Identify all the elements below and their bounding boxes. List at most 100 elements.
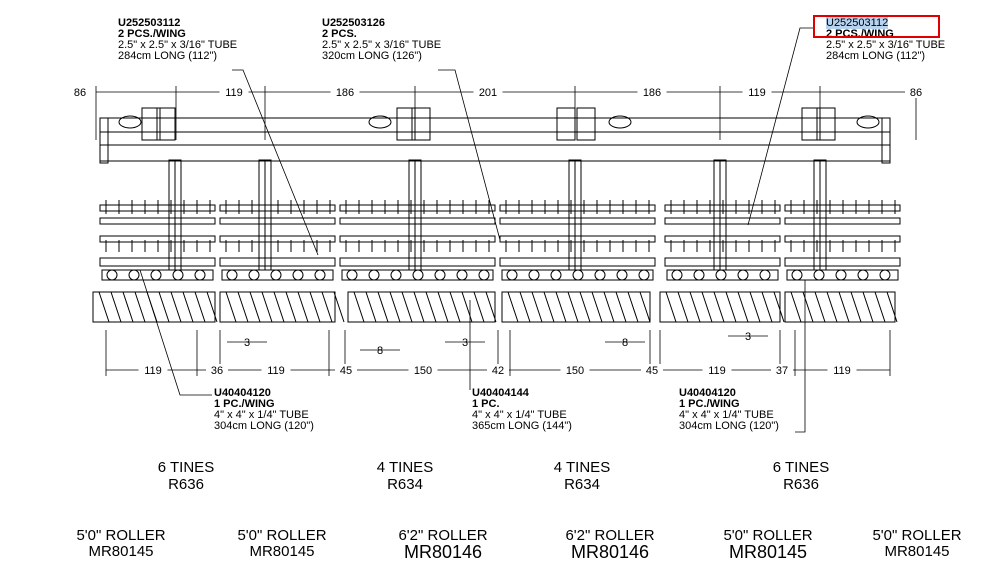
roller-bar [413,291,425,323]
mount-block [816,107,836,141]
roller-bar [531,291,543,323]
dim-label-bg [219,86,249,98]
part-spec: 4" x 4" x 1/4" TUBE [472,409,567,421]
roller [501,291,651,323]
roller-bar [401,291,413,323]
dim-label-bg [69,86,91,98]
roller-bar [98,291,110,323]
roller-bar [713,291,725,323]
axle-hub [346,269,358,281]
selected-part-number[interactable]: U252503112 [826,17,889,29]
bottom-dim-label: 119 [708,365,726,377]
roller-size: 6'2" ROLLER [565,527,655,544]
axle-hub [194,269,206,281]
axle-hub [759,269,771,281]
roller-bar [507,291,519,323]
bottom-dim-label: 150 [414,365,432,377]
roller-bar [850,291,862,323]
roller-bar [285,291,297,323]
roller-size: 6'2" ROLLER [398,527,488,544]
roller-bar [701,291,713,323]
roller-bar [365,291,377,323]
frame-end-right [881,117,891,164]
roller-bar [206,291,218,323]
roller [347,291,496,323]
axle-hub [128,269,140,281]
part-number: U40404120 [679,387,736,399]
bottom-dim-label: 45 [340,365,352,377]
part-qty: 2 PCS./WING [826,28,894,40]
part-qty: 2 PCS./WING [118,28,186,40]
dim-label-bg [641,364,663,376]
dim-label-bg [702,364,732,376]
tine-bar [219,217,336,225]
roller [659,291,781,323]
axle-hub [550,269,562,281]
leader-line [232,69,319,256]
tine-model: R636 [783,476,819,493]
axle-hub [737,269,749,281]
roller-bar [377,291,389,323]
roller-bar [333,291,345,323]
roller-model: MR80145 [88,543,154,560]
roller-bar [591,291,603,323]
roller-size: 5'0" ROLLER [76,527,166,544]
roller-bar [158,291,170,323]
roller-bar [737,291,749,323]
axle-hub [292,269,304,281]
axle-hub [857,269,869,281]
dim-label-bg [473,86,503,98]
part-length: 284cm LONG (112") [118,50,218,62]
tine-group-label: 4 TINES R634 [527,459,637,493]
roller-bar [170,291,182,323]
dim-label-bg [560,364,590,376]
part-qty: 1 PC./WING [679,398,740,410]
dim-label-bg [261,364,291,376]
roller-model: MR80146 [403,542,483,562]
roller-model: MR80146 [570,542,650,562]
roller-bar [134,291,146,323]
dim-label-bg [637,86,667,98]
roller-model: MR80145 [884,543,950,560]
axle-hub [390,269,402,281]
gap-dim-label: 8 [622,337,628,349]
tube-bar [339,257,496,267]
tine-bar [339,204,496,212]
tine-bar [99,217,216,225]
top-dim-label: 186 [643,87,661,99]
gap-dim-label: 3 [745,331,751,343]
part-label-center-top: U252503126 2 PCS. 2.5" x 2.5" x 3/16" TU… [322,18,441,62]
dim-label-bg [330,86,360,98]
roller-bar [321,291,333,323]
roller-bar [273,291,285,323]
roller-bar [461,291,473,323]
roller-bar [689,291,701,323]
axle-hub [572,269,584,281]
gauge-wheel [856,115,880,129]
axle-hub [879,269,891,281]
roller-bar [353,291,365,323]
tine-group-label: 4 TINES R634 [350,459,460,493]
leader-line [438,69,501,241]
dim-label-bg [487,364,509,376]
part-qty: 2 PCS. [322,28,357,40]
part-spec: 2.5" x 2.5" x 3/16" TUBE [118,39,238,51]
axle-hub [791,269,803,281]
axle-hub [314,269,326,281]
dim-label-bg [335,364,357,376]
top-dim-label: 119 [748,87,766,99]
roller-bar [122,291,134,323]
axle-hub [368,269,380,281]
axle-hub [226,269,238,281]
selection-highlight-box [813,15,940,38]
roller-model: MR80145 [249,543,315,560]
roller-bar [603,291,615,323]
roller-bar [567,291,579,323]
axle-hub [813,269,825,281]
bottom-dim-label: 37 [776,365,788,377]
top-dim-label: 186 [336,87,354,99]
dim-label-bg [206,364,228,376]
roller-bar [449,291,461,323]
part-spec: 2.5" x 2.5" x 3/16" TUBE [322,39,442,51]
axle-hub [456,269,468,281]
